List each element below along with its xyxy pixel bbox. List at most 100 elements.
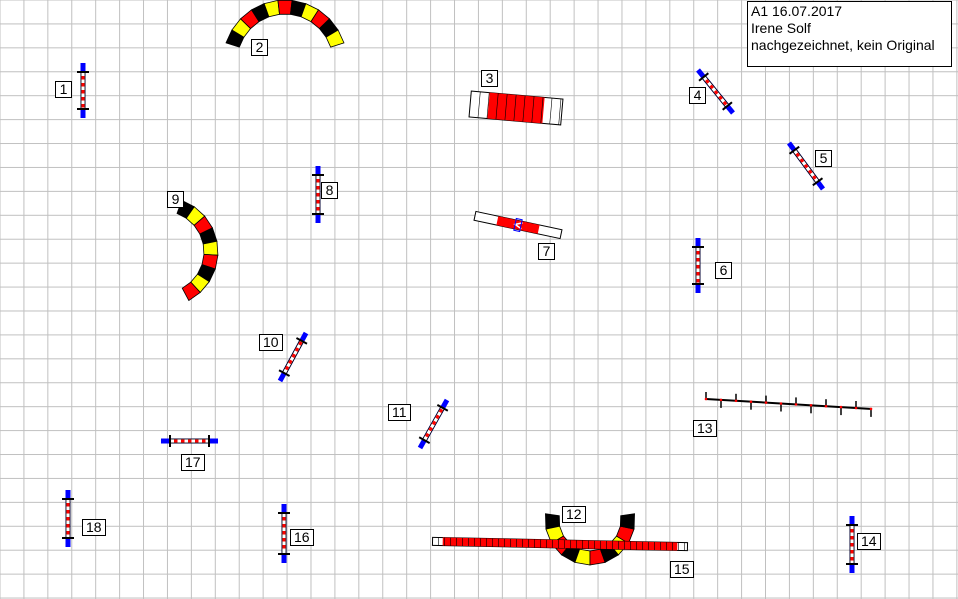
obstacle-number-15: 15 [670,561,694,578]
obstacle-contact [487,92,545,124]
jump-stripe [291,353,296,358]
weave-pole-base [749,400,753,404]
obstacle-number-6: 6 [715,262,732,279]
jump-stripe [431,420,437,426]
obstacle-number-5: 5 [815,150,832,167]
jump-stripe [428,426,433,432]
obstacle-number-1: 1 [55,81,72,98]
jump-stripe [298,341,303,346]
jump-stripe [696,279,700,283]
weave-base [705,398,873,410]
jump-stripe [316,207,320,211]
jump-stripe [696,258,700,262]
jump-10 [277,331,309,383]
jump-stripe [709,84,714,90]
jump-stripe [316,179,320,183]
jump-crossbar [722,101,733,111]
jump-crossbar [278,369,291,377]
obstacle-stripe [540,97,544,124]
weave-pole-base [779,402,783,405]
obstacle-number-9: 9 [167,191,184,208]
obstacle-stripe [549,98,553,125]
tunnel-segment [181,281,201,302]
obstacle-stripe [558,98,562,125]
jump-stripe [282,545,286,549]
jump-6 [692,238,704,293]
tunnel-2 [225,0,345,48]
jump-crossbar [436,404,449,412]
jump-stripe [282,538,286,542]
jump-stripe [174,439,178,443]
jump-17 [161,435,218,447]
weave-pole-base [719,398,723,402]
jump-stripe [696,265,700,269]
weave-pole-base [809,404,813,407]
obstacle-number-11: 11 [388,404,411,421]
tunnel-12 [545,513,635,566]
weave-pole-base [764,401,768,404]
obstacle-number-3: 3 [481,70,498,87]
jump-crossbar [788,145,800,155]
jump-stripe [81,90,85,94]
obstacle-stripe [495,93,499,120]
jump-stripe [713,89,719,95]
info-note: nachgezeichnet, kein Original [751,37,935,53]
info-author: Irene Solf [751,20,811,36]
jump-stripe [282,524,286,528]
jump-stripe [282,517,286,521]
tunnel-segment [619,513,635,530]
obstacle-number-14: 14 [857,533,881,550]
jump-stripe [202,439,206,443]
jump-stripe [66,524,70,528]
weave-poles-13 [704,392,873,417]
obstacle-stripe [486,92,490,119]
dogwalk-15 [431,536,689,552]
jump-stripe [722,100,728,106]
jump-stripe [795,152,801,158]
info-box: A1 16.07.2017 Irene Solf nachgezeichnet,… [747,1,952,67]
jump-14 [846,516,858,573]
jump-stripe [435,414,440,420]
jump-crossbar [812,177,824,187]
jump-stripe [81,76,85,80]
obstacle-number-8: 8 [321,182,338,199]
weave-pole-base [839,405,843,409]
jump-stripe [282,531,286,535]
tunnel-9 [176,199,219,302]
jump-stripe [850,536,854,540]
jump-stripe [66,503,70,507]
jump-stripe [284,365,290,371]
seesaw-7 [473,210,563,240]
jump-stripe [803,163,809,169]
obstacle-stripe [522,95,526,122]
obstacle-stripe [531,96,535,123]
jump-stripe [294,347,300,352]
jump-stripe [705,79,710,84]
tunnel-segment [202,240,219,256]
weave-pole-base [869,407,873,411]
obstacle-number-7: 7 [538,243,555,260]
jump-stripe [188,439,192,443]
jump-stripe [696,272,700,276]
jump-stripe [696,251,700,255]
jump-stripe [812,175,817,180]
jump-4 [696,68,735,115]
obstacle-stripe [513,94,517,121]
jump-stripe [316,200,320,204]
jump-18 [62,490,74,547]
jump-stripe [81,104,85,108]
jump-stripe [850,550,854,554]
tunnel-segment [277,0,293,15]
obstacle-number-18: 18 [82,519,106,536]
jump-11 [417,398,450,450]
jump-stripe [316,186,320,190]
obstacle-number-10: 10 [259,334,283,351]
tunnel-3 [468,90,564,126]
weave-pole-base [734,399,738,403]
jump-stripe [66,531,70,535]
jump-stripe [808,169,813,175]
jump-stripe [66,510,70,514]
jump-stripe [850,529,854,533]
obstacle-number-16: 16 [290,529,314,546]
